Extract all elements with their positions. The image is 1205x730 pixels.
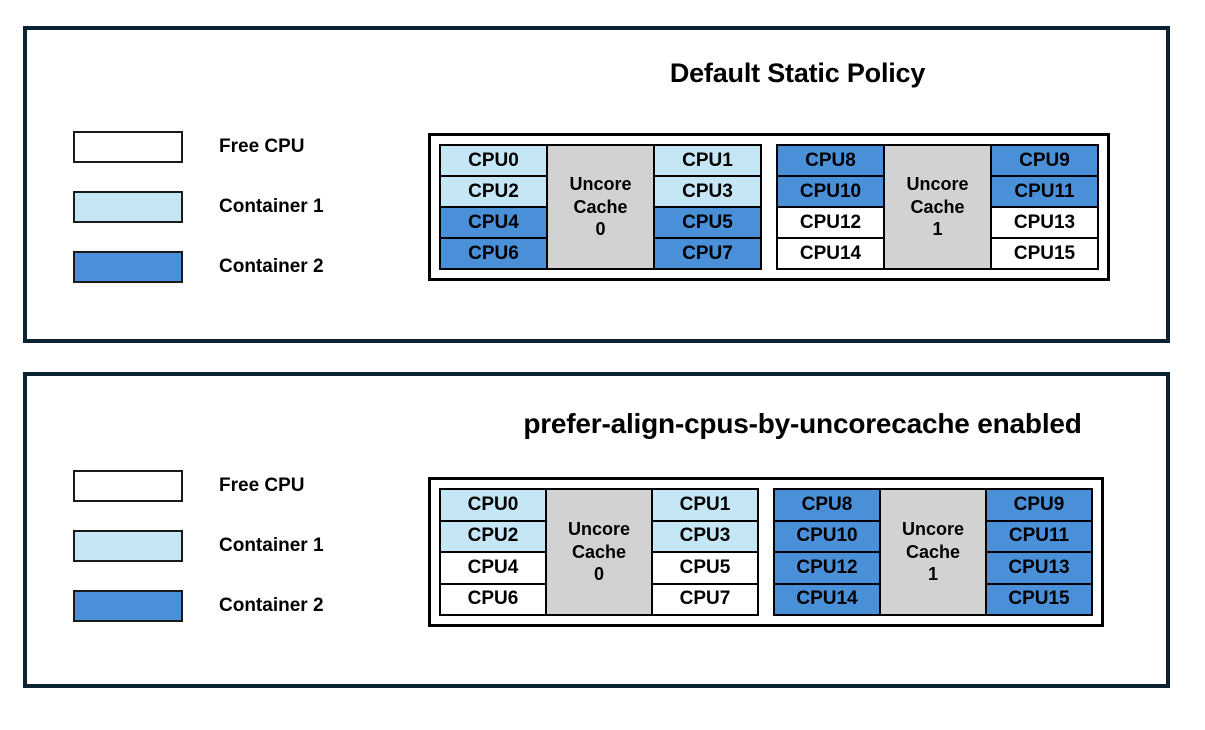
cpu-column-left: CPU0 CPU2 CPU4 CPU6	[441, 146, 546, 268]
uncore-cache-label-line1: Uncore	[906, 173, 969, 194]
cpu-cell: CPU5	[653, 553, 757, 585]
cpu-cell: CPU12	[775, 553, 879, 585]
legend-label-container-2: Container 2	[219, 256, 324, 277]
cpu-cell: CPU9	[987, 490, 1091, 522]
uncore-cache-label-line1: Uncore	[569, 173, 632, 194]
cpu-cell: CPU1	[653, 490, 757, 522]
uncore-cache-label-line2: Cache	[573, 196, 628, 217]
cpu-column-left: CPU8 CPU10 CPU12 CPU14	[775, 490, 879, 614]
cpu-column-left: CPU0 CPU2 CPU4 CPU6	[441, 490, 545, 614]
cpu-cell: CPU14	[778, 239, 883, 268]
cpu-layout-diagram-top: CPU0 CPU2 CPU4 CPU6 Uncore Cache 0 CPU1 …	[428, 133, 1110, 281]
legend-item-container-2: Container 2	[73, 590, 324, 622]
cpu-cell: CPU0	[441, 146, 546, 177]
cpu-cell: CPU7	[655, 239, 760, 268]
cpu-cell: CPU13	[992, 208, 1097, 239]
uncore-cache-index: 0	[593, 564, 604, 585]
uncore-cache-label-line1: Uncore	[901, 518, 964, 539]
cpu-column-right: CPU9 CPU11 CPU13 CPU15	[992, 146, 1097, 268]
cpu-cell: CPU10	[775, 521, 879, 553]
cpu-layout-diagram-bottom: CPU0 CPU2 CPU4 CPU6 Uncore Cache 0 CPU1 …	[428, 477, 1104, 627]
legend-label-container-1: Container 1	[219, 196, 324, 217]
page-title-top: Default Static Policy	[669, 58, 926, 88]
legend-item-container-1: Container 1	[73, 530, 324, 562]
cpu-cell: CPU3	[655, 177, 760, 208]
cpu-cell: CPU4	[441, 208, 546, 239]
cpu-cell: CPU0	[441, 490, 545, 522]
uncore-cache-block: Uncore Cache 0	[545, 490, 653, 614]
socket-uncore-cache-1: CPU8 CPU10 CPU12 CPU14 Uncore Cache 1 CP…	[776, 144, 1099, 270]
uncore-cache-block: Uncore Cache 0	[546, 146, 655, 268]
legend-swatch-container-2	[73, 590, 183, 622]
uncore-cache-block: Uncore Cache 1	[883, 146, 992, 268]
page-title-bottom: prefer-align-cpus-by-uncorecache enabled	[523, 408, 1082, 439]
legend-item-container-2: Container 2	[73, 251, 324, 283]
cpu-cell: CPU2	[441, 521, 545, 553]
cpu-column-right: CPU1 CPU3 CPU5 CPU7	[653, 490, 757, 614]
uncore-cache-index: 1	[932, 219, 943, 240]
legend-top: Free CPU Container 1 Container 2	[73, 131, 324, 311]
uncore-cache-label-line1: Uncore	[567, 518, 630, 539]
legend-swatch-free-cpu	[73, 131, 183, 163]
cpu-cell: CPU7	[653, 584, 757, 614]
cpu-cell: CPU1	[655, 146, 760, 177]
legend-item-container-1: Container 1	[73, 191, 324, 223]
cpu-cell: CPU2	[441, 177, 546, 208]
cpu-cell: CPU6	[441, 239, 546, 268]
cpu-cell: CPU11	[987, 521, 1091, 553]
uncore-cache-block: Uncore Cache 1	[879, 490, 987, 614]
cpu-cell: CPU8	[775, 490, 879, 522]
cpu-cell: CPU6	[441, 584, 545, 614]
uncore-cache-label-line2: Cache	[571, 541, 627, 562]
uncore-cache-label-line2: Cache	[910, 196, 965, 217]
cpu-cell: CPU5	[655, 208, 760, 239]
uncore-cache-index: 1	[927, 564, 938, 585]
uncore-cache-index: 0	[595, 219, 606, 240]
legend-label-container-2: Container 2	[219, 595, 324, 616]
cpu-column-right: CPU1 CPU3 CPU5 CPU7	[655, 146, 760, 268]
legend-swatch-free-cpu	[73, 470, 183, 502]
cpu-column-right: CPU9 CPU11 CPU13 CPU15	[987, 490, 1091, 614]
legend-label-free-cpu: Free CPU	[219, 475, 305, 496]
socket-uncore-cache-0: CPU0 CPU2 CPU4 CPU6 Uncore Cache 0 CPU1 …	[439, 488, 759, 616]
cpu-cell: CPU15	[987, 584, 1091, 614]
legend-swatch-container-1	[73, 530, 183, 562]
cpu-cell: CPU11	[992, 177, 1097, 208]
cpu-column-left: CPU8 CPU10 CPU12 CPU14	[778, 146, 883, 268]
cpu-cell: CPU13	[987, 553, 1091, 585]
legend-label-container-1: Container 1	[219, 535, 324, 556]
cpu-cell: CPU12	[778, 208, 883, 239]
cpu-cell: CPU4	[441, 553, 545, 585]
cpu-cell: CPU3	[653, 521, 757, 553]
cpu-cell: CPU8	[778, 146, 883, 177]
cpu-cell: CPU14	[775, 584, 879, 614]
legend-item-free-cpu: Free CPU	[73, 131, 324, 163]
legend-swatch-container-1	[73, 191, 183, 223]
legend-swatch-container-2	[73, 251, 183, 283]
cpu-cell: CPU9	[992, 146, 1097, 177]
cpu-cell: CPU10	[778, 177, 883, 208]
uncore-cache-label-line2: Cache	[905, 541, 961, 562]
legend-bottom: Free CPU Container 1 Container 2	[73, 470, 324, 650]
socket-uncore-cache-1: CPU8 CPU10 CPU12 CPU14 Uncore Cache 1 CP…	[773, 488, 1093, 616]
cpu-cell: CPU15	[992, 239, 1097, 268]
socket-uncore-cache-0: CPU0 CPU2 CPU4 CPU6 Uncore Cache 0 CPU1 …	[439, 144, 762, 270]
legend-label-free-cpu: Free CPU	[219, 136, 305, 157]
legend-item-free-cpu: Free CPU	[73, 470, 324, 502]
